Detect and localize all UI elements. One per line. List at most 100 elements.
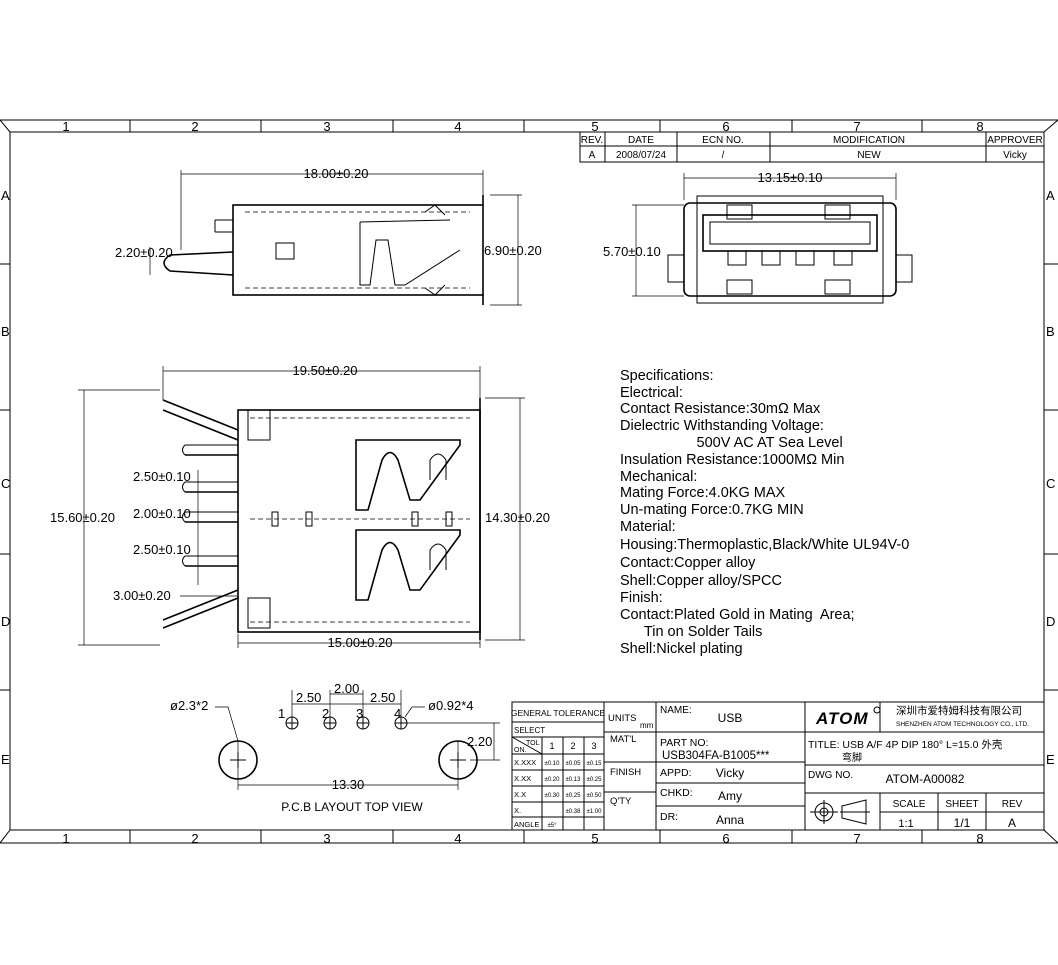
spec-line: Housing:Thermoplastic,Black/White UL94V-… (620, 537, 909, 553)
spec-line: Electrical: (620, 385, 683, 401)
dim-pitch-2: 2.00±0.10 (133, 506, 191, 521)
col-number: 5 (591, 831, 598, 846)
tolerance-select: SELECT (514, 726, 545, 735)
part-number-label: PART NO: (660, 737, 708, 749)
rev-header: DATE (628, 135, 654, 146)
row-letter: E (1046, 752, 1055, 767)
scale-label: SCALE (893, 799, 926, 810)
rev-header: APPROVER (987, 135, 1043, 146)
spec-line: Mechanical: (620, 469, 697, 485)
col-number: 4 (454, 831, 461, 846)
pcb-pitch-a: 2.50 (296, 690, 321, 705)
spec-line: Shell:Nickel plating (620, 641, 743, 657)
dim-offset: 3.00±0.20 (113, 588, 171, 603)
material-label: MAT'L (610, 734, 636, 745)
dim-top-height: 15.60±0.20 (50, 510, 115, 525)
scale-value: 1:1 (898, 818, 913, 830)
row-letter: D (1046, 614, 1055, 629)
sheet-value: 1/1 (954, 816, 971, 830)
dim-side-height: 6.90±0.20 (484, 243, 542, 258)
spec-line: 500V AC AT Sea Level (620, 435, 843, 451)
tolerance-cell: ±5° (547, 823, 557, 829)
spec-line: Mating Force:4.0KG MAX (620, 485, 786, 501)
drawn-value: Anna (716, 813, 744, 827)
col-number: 3 (323, 831, 330, 846)
company-name-cn: 深圳市爱特姆科技有限公司 (896, 704, 1022, 717)
dim-top-bottom: 15.00±0.20 (328, 635, 393, 650)
row-letter: A (1, 188, 10, 203)
drawn-label: DR: (660, 811, 678, 823)
col-number: 3 (323, 119, 330, 134)
row-letter: C (1, 476, 10, 491)
name-label: NAME: (660, 705, 692, 716)
sheet-label: SHEET (945, 799, 978, 810)
col-number: 7 (853, 831, 860, 846)
row-letter: B (1046, 324, 1055, 339)
specifications: Specifications: Electrical: Contact Resi… (620, 368, 909, 657)
rev-cell: 2008/07/24 (616, 150, 666, 161)
rev-value: A (1008, 816, 1016, 830)
side-view: 18.00±0.20 6.90±0.20 2.20±0.20 (115, 166, 542, 306)
row-letter: B (1, 324, 10, 339)
row-letter: C (1046, 476, 1055, 491)
tolerance-cell: ±0.15 (587, 761, 603, 767)
name-value: USB (718, 711, 743, 725)
pcb-pin-label: 1 (278, 706, 285, 721)
dim-front-width: 13.15±0.10 (758, 170, 823, 185)
spec-line: Shell:Copper alloy/SPCC (620, 573, 782, 589)
drawing-title-cont: 弯脚 (842, 751, 862, 764)
spec-line: Finish: (620, 590, 663, 606)
spec-line: Contact:Plated Gold in Mating Area; (620, 607, 855, 623)
tolerance-cell: ±1.00 (587, 809, 603, 815)
title-block: UNITS mm MAT'L FINISH Q'TY NAME: USB PAR… (603, 701, 1045, 831)
tolerance-table: GENERAL TOLERANCE SELECT TOL ON. 1 2 3 X… (511, 701, 605, 831)
dim-top-inner-height: 14.30±0.20 (485, 510, 550, 525)
spec-line: Dielectric Withstanding Voltage: (620, 418, 824, 434)
dim-top-width: 19.50±0.20 (293, 363, 358, 378)
rev-cell: A (589, 150, 596, 161)
part-number-value: USB304FA-B1005*** (662, 750, 770, 762)
pcb-caption: P.C.B LAYOUT TOP VIEW (281, 800, 423, 814)
tolerance-cell: ±0.25 (566, 793, 582, 799)
tolerance-cell: ±0.30 (545, 793, 561, 799)
tolerance-row-label: X.X (514, 790, 526, 799)
col-number: 6 (722, 831, 729, 846)
col-number: 8 (976, 119, 983, 134)
tolerance-col: 2 (570, 741, 575, 751)
tolerance-row-label: ANGLE (514, 820, 539, 829)
row-letter: D (1, 614, 10, 629)
col-number: 2 (191, 119, 198, 134)
tolerance-cell: ±0.20 (545, 777, 561, 783)
approved-value: Vicky (716, 766, 744, 780)
revision-table: REV. DATE ECN NO. MODIFICATION APPROVER … (579, 131, 1045, 163)
approved-label: APPD: (660, 767, 692, 779)
col-number: 2 (191, 831, 198, 846)
pcb-pin-label: 4 (394, 706, 401, 721)
col-number: 7 (853, 119, 860, 134)
pcb-layout: ø2.3*2 ø0.92*4 2.50 2.00 2.50 2.20 13.30… (170, 681, 500, 814)
rev-cell: NEW (857, 150, 881, 161)
quantity-label: Q'TY (610, 796, 632, 807)
col-number: 4 (454, 119, 461, 134)
pcb-pin-label: 3 (356, 706, 363, 721)
drawing-number-value: ATOM-A00082 (886, 772, 965, 786)
col-number: 1 (62, 831, 69, 846)
drawing-number-label: DWG NO. (808, 770, 853, 781)
pcb-span: 13.30 (332, 777, 365, 792)
tolerance-row-label: X.XXX (514, 758, 536, 767)
pcb-pitch-c: 2.50 (370, 690, 395, 705)
col-number: 6 (722, 119, 729, 134)
row-letter: A (1046, 188, 1055, 203)
tolerance-cell: ±0.05 (566, 761, 582, 767)
tolerance-cell: ±0.10 (545, 761, 561, 767)
spec-line: Insulation Resistance:1000MΩ Min (620, 452, 844, 468)
finish-label: FINISH (610, 767, 641, 778)
spec-line: Material: (620, 519, 676, 535)
dim-side-width: 18.00±0.20 (304, 166, 369, 181)
checked-label: CHKD: (660, 787, 693, 799)
pcb-vertical: 2.20 (467, 734, 492, 749)
tolerance-on: ON. (514, 747, 527, 754)
units-label: UNITS (608, 713, 637, 724)
tolerance-col: 3 (591, 741, 596, 751)
